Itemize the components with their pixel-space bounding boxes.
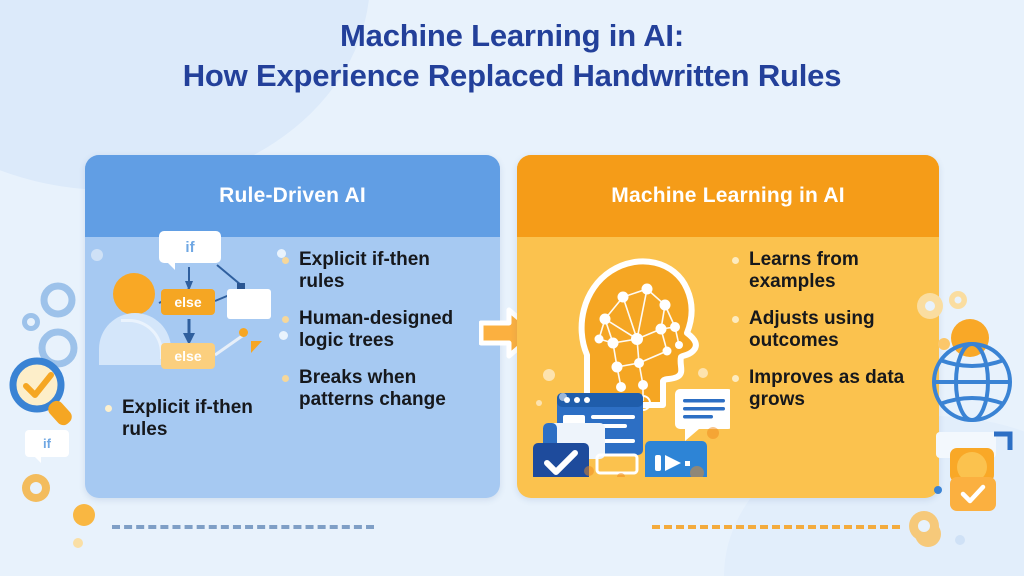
if-speech-bubble: if <box>159 231 221 270</box>
list-item: Explicit if-then rules <box>282 249 472 293</box>
bullet-text: Explicit if-then rules <box>299 249 430 293</box>
bullet-text: Explicit if-then rules <box>122 397 253 441</box>
else-node-1: else <box>161 289 215 315</box>
left-panel-extra-bullet: Explicit if-then rules <box>105 397 280 441</box>
decor-dot <box>955 535 965 545</box>
bullet-dot-icon <box>732 316 739 324</box>
check-badge-icon <box>950 477 996 511</box>
bullet-text: Breaks when patterns change <box>299 367 446 411</box>
panel-rule-driven-ai: Rule-Driven AI if else <box>85 155 500 498</box>
title-line-2: How Experience Replaced Handwritten Rule… <box>182 57 842 93</box>
decor-dot <box>91 249 103 261</box>
list-item: Improves as data grows <box>732 367 917 411</box>
flowchart-white-dot-1 <box>277 249 286 258</box>
corner-bracket-icon <box>994 431 1013 450</box>
gear-icon <box>40 282 76 318</box>
list-item: Human-designed logic trees <box>282 308 472 352</box>
person-head-icon <box>113 273 155 315</box>
panel-machine-learning-ai: Machine Learning in AI <box>517 155 939 498</box>
right-edge-decorations <box>915 291 1013 547</box>
panel-right-header: Machine Learning in AI <box>517 155 939 237</box>
gear-icon <box>22 313 78 368</box>
decor-dot <box>938 338 950 350</box>
left-edge-decorations <box>9 249 103 548</box>
check-icon <box>960 484 986 504</box>
left-panel-bullet-list: Explicit if-then rules Human-designed lo… <box>282 249 472 426</box>
bullet-text: Improves as data grows <box>749 367 905 411</box>
globe-icon <box>932 342 1012 422</box>
gear-icon <box>917 291 967 319</box>
brain-head-graphic <box>533 258 733 485</box>
decor-dot <box>957 452 987 482</box>
decor-dot <box>73 538 83 548</box>
gear-icon <box>22 474 50 502</box>
bullet-text: Human-designed logic trees <box>299 308 454 352</box>
list-item: Adjusts using outcomes <box>732 308 917 352</box>
gear-icon-bottom-right <box>909 511 939 541</box>
flowchart-orange-triangle <box>251 341 262 353</box>
bullet-dot-icon <box>282 375 289 383</box>
list-item: Breaks when patterns change <box>282 367 472 411</box>
neural-brain-illustration <box>525 227 733 485</box>
else-node-2: else <box>161 343 215 369</box>
panel-left-body: if else else Explicit if-then rules Huma… <box>85 231 500 498</box>
list-item: Learns from examples <box>732 249 917 293</box>
flowchart-orange-dot <box>239 328 248 337</box>
panel-left-header: Rule-Driven AI <box>85 155 500 237</box>
bullet-text: Adjusts using outcomes <box>749 308 875 352</box>
flowchart-white-card <box>227 289 271 319</box>
bullet-dot-icon <box>282 257 289 264</box>
divider-dashed-right <box>652 525 900 529</box>
flowchart-white-dot-2 <box>279 331 288 340</box>
bullet-dot-icon <box>732 257 739 264</box>
right-panel-bullet-list: Learns from examples Adjusts using outco… <box>732 249 917 426</box>
magnifier-check-icon <box>9 357 72 426</box>
title-line-1: Machine Learning in AI: <box>340 18 684 53</box>
bullet-dot-icon <box>105 405 112 412</box>
if-chip-decoration: if <box>25 430 69 463</box>
decor-dot <box>934 486 942 494</box>
decor-dot <box>73 504 95 526</box>
panel-right-body: Learns from examples Adjusts using outco… <box>517 237 939 498</box>
bullet-dot-icon <box>732 375 739 383</box>
rule-flowchart-illustration: if else else <box>99 231 289 411</box>
page-title: Machine Learning in AI: How Experience R… <box>0 16 1024 95</box>
divider-dashed-left <box>112 525 374 529</box>
bullet-dot-icon <box>282 316 289 324</box>
bullet-text: Learns from examples <box>749 249 859 293</box>
